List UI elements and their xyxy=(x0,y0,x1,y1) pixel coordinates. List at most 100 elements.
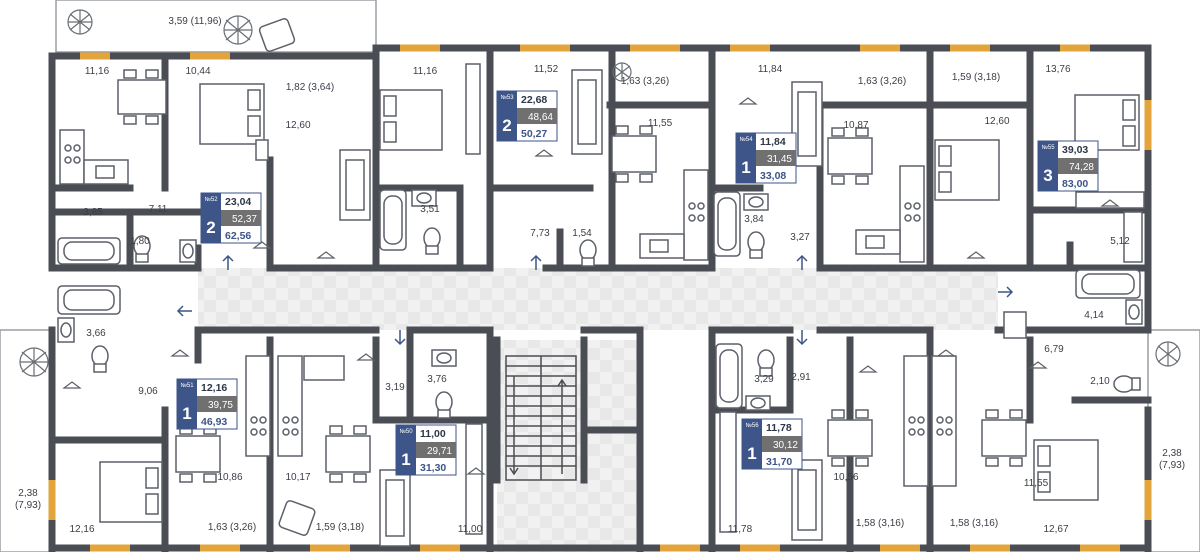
apartment-number: №50 xyxy=(399,428,413,435)
room-area-label: 7,73 xyxy=(530,228,550,239)
badge-rooms-panel xyxy=(497,91,517,141)
sink-icon xyxy=(855,229,901,255)
badge-rooms-panel xyxy=(201,193,221,243)
plant-icon xyxy=(19,347,49,377)
room-area-label: 11,00 xyxy=(458,524,483,535)
room-area-label: 10,17 xyxy=(285,472,310,483)
room-area-label: 7,11 xyxy=(149,204,168,215)
toilet-icon xyxy=(579,239,597,267)
room-area-label: 12,16 xyxy=(69,524,94,535)
toilet-icon xyxy=(435,391,453,419)
washbasin-icon xyxy=(1125,299,1143,325)
room-area-label: 6,79 xyxy=(1044,344,1064,355)
apartment-rooms: 1 xyxy=(182,404,191,423)
sofa-icon xyxy=(791,81,823,167)
room-area-label: 3,51 xyxy=(420,204,440,215)
room-area-label: 1,59 (3,18) xyxy=(316,522,364,533)
living-area: 22,68 xyxy=(521,94,547,106)
stove-icon xyxy=(245,355,271,457)
room-area-label: 13,76 xyxy=(1045,64,1070,75)
full-area: 50,27 xyxy=(521,128,547,140)
washbasin-icon xyxy=(743,193,769,211)
room-area-label: 12,60 xyxy=(984,116,1009,127)
sink-icon xyxy=(303,355,345,381)
badge-total-panel xyxy=(517,108,557,124)
full-area: 62,56 xyxy=(225,230,251,242)
room-area-label: 11,52 xyxy=(534,64,559,75)
plant-icon xyxy=(223,15,253,45)
toilet-icon xyxy=(423,227,441,255)
corridor xyxy=(198,268,998,330)
windows xyxy=(48,44,1152,552)
sofa-icon xyxy=(379,469,411,547)
living-area: 11,84 xyxy=(760,136,786,148)
bed-icon xyxy=(199,83,265,145)
bathtub-icon xyxy=(1075,269,1141,299)
toilet-icon xyxy=(91,345,109,373)
room-area-label: 11,55 xyxy=(648,118,673,129)
stove-icon xyxy=(899,165,925,263)
room-area-label: 2,38(7,93) xyxy=(1159,448,1185,471)
room-area-label: 1,54 xyxy=(572,228,592,239)
room-area-label: 2,91 xyxy=(791,372,811,383)
total-area: 39,75 xyxy=(208,400,233,411)
dining-table-icon xyxy=(117,69,167,125)
full-area: 31,70 xyxy=(766,456,792,468)
sofa-icon xyxy=(791,459,823,541)
sofa-icon xyxy=(571,69,603,155)
apartment-rooms: 2 xyxy=(502,116,511,135)
plant-icon xyxy=(612,62,632,82)
full-area: 31,30 xyxy=(420,462,446,474)
sink-icon xyxy=(83,159,129,185)
entry-arrow-icon xyxy=(176,254,1014,346)
living-area: 23,04 xyxy=(225,196,251,208)
sofa-icon xyxy=(339,149,371,221)
toilet-icon xyxy=(1113,375,1141,393)
washbasin-icon xyxy=(431,349,457,367)
bathtub-icon xyxy=(715,343,743,409)
room-area-label: 1,58 (3,16) xyxy=(950,518,998,529)
dining-table-icon xyxy=(981,409,1027,467)
room-area-label: 1,63 (3,26) xyxy=(621,76,669,87)
total-area: 52,37 xyxy=(232,214,257,225)
apartment-rooms: 2 xyxy=(206,218,215,237)
bathtub-icon xyxy=(713,191,741,257)
room-area-label: 1,63 (3,26) xyxy=(208,522,256,533)
stove-icon xyxy=(903,355,929,487)
toilet-icon xyxy=(757,349,775,377)
living-area: 12,16 xyxy=(201,382,227,394)
full-area: 83,00 xyxy=(1062,178,1088,190)
badge-total-panel xyxy=(756,150,796,166)
total-area: 29,71 xyxy=(427,446,452,457)
walls xyxy=(48,44,1152,552)
room-area-label: 3,76 xyxy=(427,374,447,385)
armchair-icon xyxy=(258,18,296,52)
room-area-label: 11,55 xyxy=(1024,478,1049,489)
apartment-rooms: 3 xyxy=(1043,166,1052,185)
sink-icon xyxy=(639,233,685,259)
bed-icon xyxy=(934,139,1000,201)
room-area-label: 4,14 xyxy=(1084,310,1104,321)
stove-icon xyxy=(683,169,709,261)
hanger-icon xyxy=(62,97,1120,475)
badge-total-panel xyxy=(1058,158,1098,174)
room-area-label: 11,78 xyxy=(728,524,753,535)
room-area-label: 12,67 xyxy=(1043,524,1068,535)
dining-table-icon xyxy=(325,425,371,483)
bed-icon xyxy=(1033,439,1099,501)
bathtub-icon xyxy=(379,189,407,251)
dining-table-icon xyxy=(175,425,221,483)
room-area-label: 10,87 xyxy=(843,120,868,131)
bed-icon xyxy=(99,461,163,523)
apartment-number: №56 xyxy=(745,422,759,429)
toilet-icon xyxy=(747,231,765,259)
plant-icon xyxy=(67,9,93,35)
